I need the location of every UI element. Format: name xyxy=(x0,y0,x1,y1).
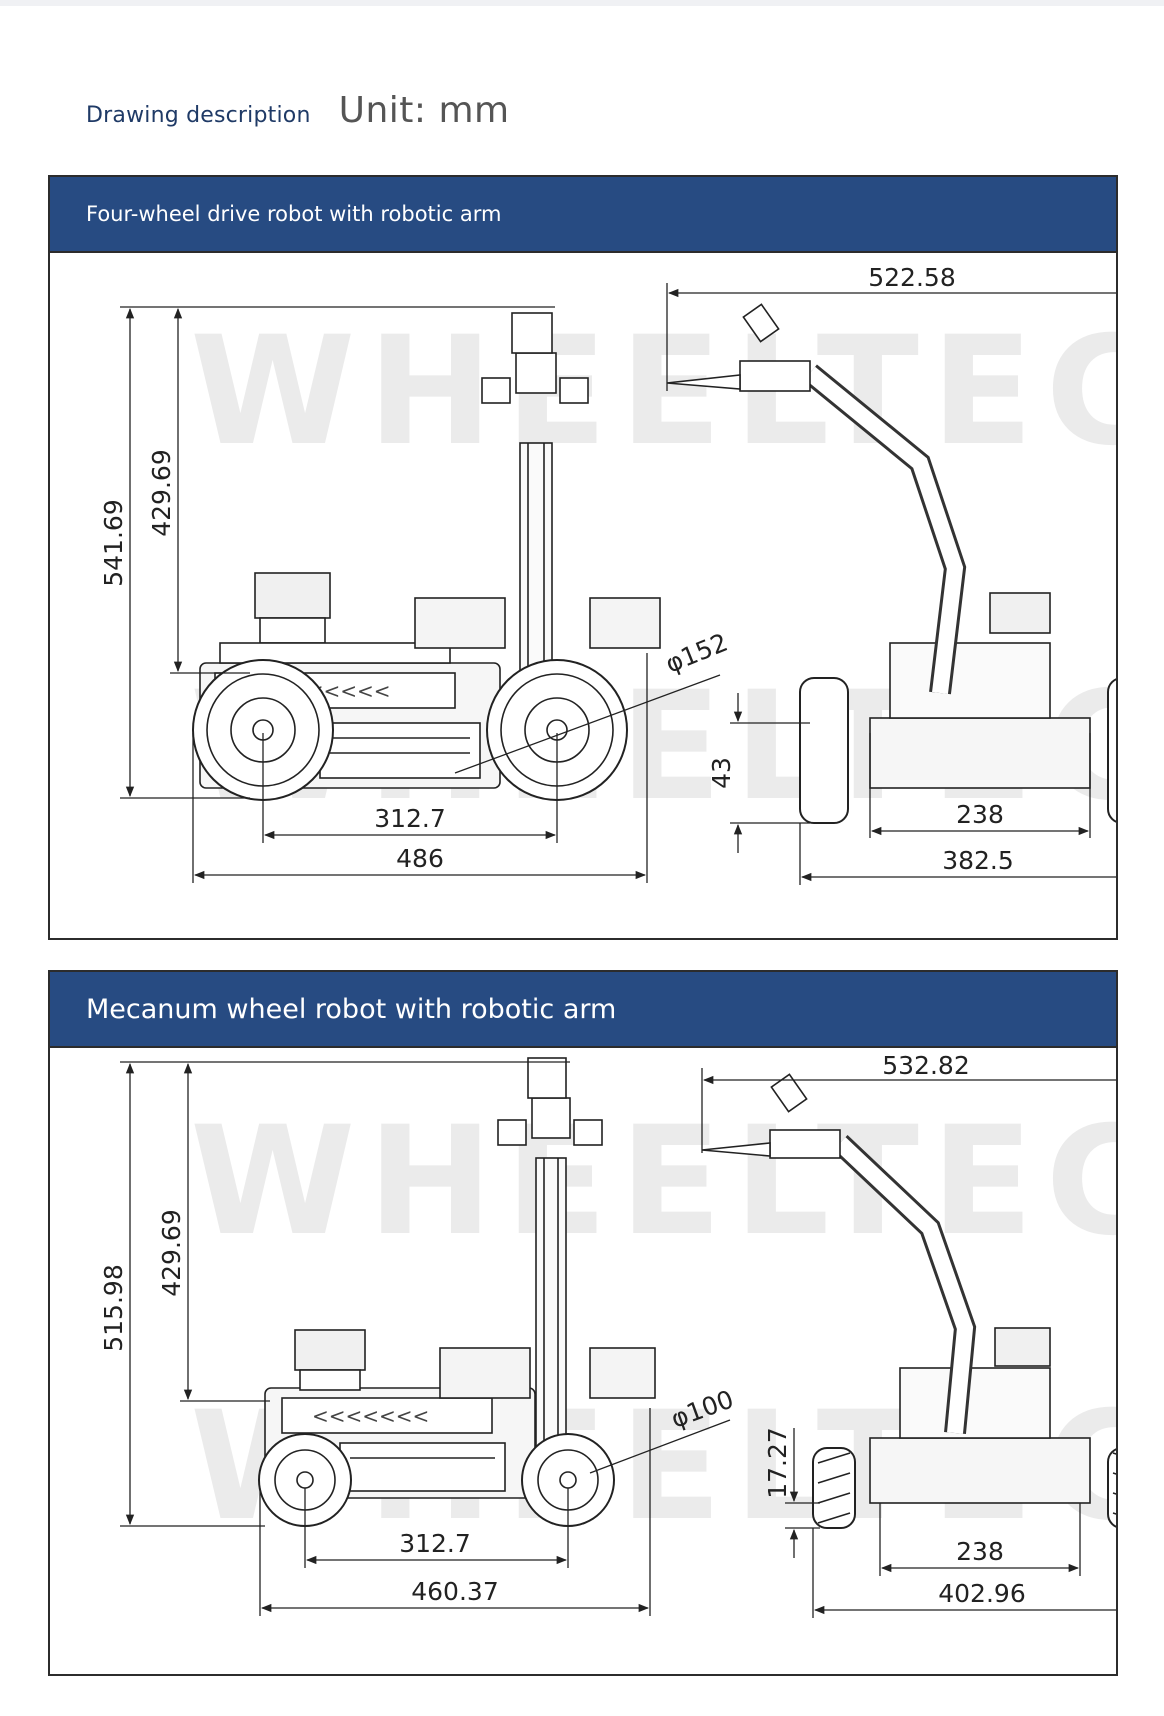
dim-total-height: 541.69 xyxy=(99,499,128,586)
side-view-dimensions xyxy=(701,1068,1116,1618)
dim-wheelbase: 312.7 xyxy=(374,804,446,833)
dim-track-inner: 238 xyxy=(956,1537,1004,1566)
side-view-robot xyxy=(701,1073,1116,1529)
panel-title: Four-wheel drive robot with robotic arm xyxy=(86,202,502,226)
watermark-text: WHEELTEC xyxy=(190,305,1116,479)
front-view-robot: <<<<<<< xyxy=(258,1057,656,1527)
side-view-robot xyxy=(666,303,1116,824)
page-header: Drawing description Unit: mm xyxy=(86,90,510,140)
front-view-dimensions xyxy=(120,1061,731,1616)
dim-width: 402.96 xyxy=(938,1579,1025,1608)
unit-label: Unit: mm xyxy=(338,90,510,131)
panel-body: WHEELTEC WHEELTEC <<<<<<< xyxy=(50,1048,1116,1674)
dim-arm-height: 429.69 xyxy=(147,449,176,536)
dim-ground-clearance: 43 xyxy=(707,757,736,789)
front-view-robot: <<<<<< xyxy=(192,312,661,801)
panel-four-wheel-drive: Four-wheel drive robot with robotic arm … xyxy=(48,175,1118,940)
dim-total-height: 515.98 xyxy=(99,1264,128,1351)
svg-text:<<<<<<<: <<<<<<< xyxy=(312,1404,429,1428)
dim-arm-reach: 522.58 xyxy=(868,263,955,292)
dim-length: 460.37 xyxy=(411,1577,498,1606)
dim-arm-height: 429.69 xyxy=(157,1209,186,1296)
dim-track-inner: 238 xyxy=(956,800,1004,829)
dim-arm-reach: 532.82 xyxy=(882,1051,969,1080)
dim-wheelbase: 312.7 xyxy=(399,1529,471,1558)
panel-title: Mecanum wheel robot with robotic arm xyxy=(86,993,617,1025)
panel-mecanum-wheel: Mecanum wheel robot with robotic arm WHE… xyxy=(48,970,1118,1676)
panel-header: Four-wheel drive robot with robotic arm xyxy=(50,177,1116,253)
panel-body: WHEELTEC WHEELTEC <<<<<< xyxy=(50,253,1116,938)
dim-width: 382.5 xyxy=(942,846,1014,875)
top-rule xyxy=(0,0,1164,6)
watermark-text: WHEELTEC xyxy=(190,1095,1116,1269)
side-view-dimensions xyxy=(666,283,1116,885)
four-wheel-drawing: WHEELTEC WHEELTEC <<<<<< xyxy=(99,263,1116,885)
front-view-dimensions xyxy=(120,306,721,883)
mecanum-drawing: WHEELTEC WHEELTEC <<<<<<< xyxy=(99,1051,1116,1618)
dim-length: 486 xyxy=(396,844,444,873)
dim-ground-clearance: 17.27 xyxy=(763,1427,792,1499)
panel-header: Mecanum wheel robot with robotic arm xyxy=(50,972,1116,1048)
drawing-description-label: Drawing description xyxy=(86,103,311,128)
